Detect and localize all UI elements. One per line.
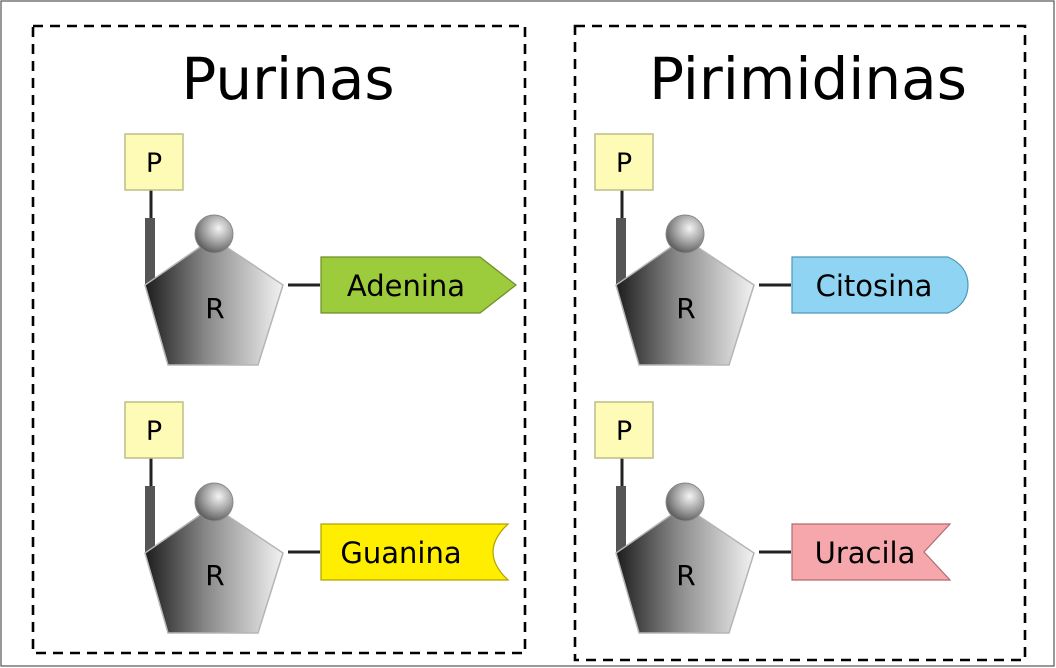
sugar-pentagon — [144, 505, 284, 634]
sugar-label: R — [205, 559, 224, 592]
sugar-pentagon — [144, 237, 284, 366]
base-guanina-shape — [320, 523, 510, 581]
base-citosina-shape — [791, 256, 969, 314]
nucleotide-adenina: P R Adenina — [124, 133, 517, 366]
phosphate-label: P — [146, 148, 162, 179]
nucleotide-uracila: P R Uracila — [594, 401, 952, 634]
pirimidinas-panel-border — [573, 24, 1027, 662]
phosphate-box — [594, 133, 654, 191]
base-guanina-label: Guanina — [340, 536, 461, 570]
sugar-oxygen-ball — [665, 214, 705, 254]
base-uracila-label: Uracila — [815, 536, 916, 570]
phosphate-label: P — [616, 416, 632, 447]
base-adenina-shape — [320, 256, 517, 314]
sugar-oxygen-ball — [194, 214, 234, 254]
phosphate-label: P — [616, 148, 632, 179]
sugar-pentagon — [615, 237, 755, 366]
phosphate-stem — [616, 218, 626, 286]
nucleotide-citosina: P R Citosina — [594, 133, 969, 366]
sugar-oxygen-ball — [194, 482, 234, 522]
sugar-label: R — [676, 292, 695, 325]
phosphate-stem — [616, 486, 626, 554]
purinas-panel-border — [31, 24, 527, 655]
purinas-title: Purinas — [181, 45, 394, 113]
sugar-label: R — [205, 292, 224, 325]
pirimidinas-title: Pirimidinas — [649, 45, 967, 113]
phosphate-stem — [145, 218, 155, 286]
phosphate-box — [124, 133, 184, 191]
nucleotide-guanina: P R Guanina — [124, 401, 510, 634]
phosphate-box — [124, 401, 184, 459]
base-citosina-label: Citosina — [816, 269, 933, 303]
base-uracila-shape — [791, 523, 952, 581]
sugar-oxygen-ball — [665, 482, 705, 522]
sugar-pentagon — [615, 505, 755, 634]
phosphate-stem — [145, 486, 155, 554]
base-adenina-label: Adenina — [347, 269, 465, 303]
sugar-label: R — [676, 559, 695, 592]
phosphate-label: P — [146, 416, 162, 447]
phosphate-box — [594, 401, 654, 459]
